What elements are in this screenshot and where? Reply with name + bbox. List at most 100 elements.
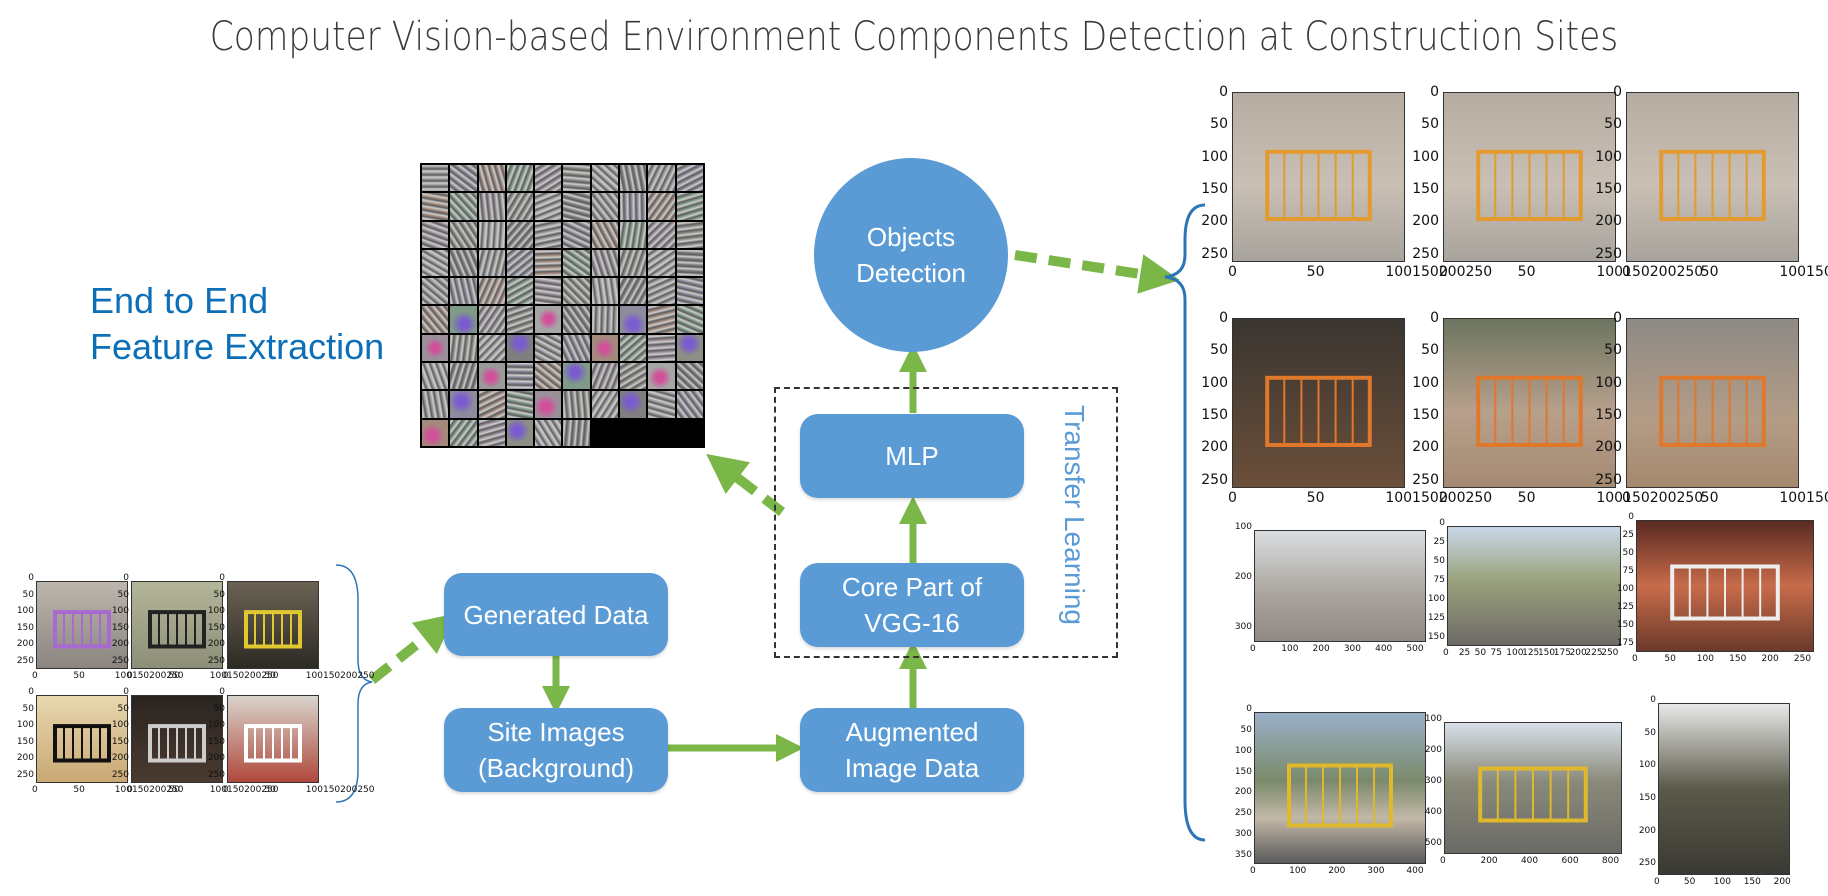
axis-tick-label: 50 — [1421, 116, 1439, 133]
axis-tick-label: 175 — [1616, 638, 1634, 649]
filter-cell — [535, 334, 562, 362]
filter-cell — [620, 363, 647, 390]
filter-cell — [591, 391, 619, 418]
axis-tick-label: 75 — [1622, 566, 1634, 577]
axis-tick-label: 150 — [207, 622, 225, 633]
axis-tick-label: 250 — [207, 655, 225, 666]
axis-tick-label: 25 — [1622, 530, 1634, 541]
site-photo — [131, 581, 223, 669]
filter-cell — [478, 249, 505, 277]
filter-cell — [648, 419, 675, 446]
filter-cell — [506, 363, 534, 390]
filter-cell — [450, 165, 477, 192]
filter-cell — [620, 306, 647, 333]
axis-tick-label: 100 — [1201, 148, 1228, 165]
axis-tick-label: 125 — [1522, 648, 1540, 658]
axis-tick-label: 0 — [219, 573, 225, 583]
axis-tick-label: 200 — [111, 753, 129, 764]
axis-tick-label: 50 — [1306, 490, 1325, 506]
filter-cell — [591, 193, 619, 220]
filter-cell — [422, 249, 449, 277]
axis-tick-label: 250 — [16, 655, 34, 666]
axis-tick-label: 125 — [1616, 602, 1634, 613]
barrier-drawing — [1476, 149, 1583, 221]
axis-tick-label: 0 — [1430, 84, 1439, 100]
axis-tick-label: 400 — [1520, 856, 1539, 866]
generated-label: Generated Data — [463, 599, 649, 630]
axis-tick-label: 100 — [1289, 866, 1307, 876]
filter-cell — [563, 278, 590, 305]
filter-cell — [478, 391, 505, 418]
filter-cell — [620, 165, 647, 192]
axis-tick-label: 250 — [1595, 471, 1622, 488]
axis-tick-label: 50 — [1433, 556, 1445, 567]
axis-tick-label: 50 — [1644, 727, 1656, 738]
axis-tick-label: 225 — [1585, 648, 1603, 658]
axis-tick-label: 150 — [111, 622, 129, 633]
axis-tick-label: 150 — [1616, 620, 1634, 631]
feature-extraction-label: End to End Feature Extraction — [90, 278, 384, 370]
filter-cell — [478, 334, 505, 362]
filter-cell — [478, 165, 505, 192]
axis-tick-label: 50 — [1474, 648, 1487, 658]
site-photo — [1636, 520, 1814, 652]
axis-tick-label: 50 — [1306, 264, 1325, 280]
filter-cell — [591, 221, 619, 248]
axis-tick-label: 100 — [1506, 648, 1524, 658]
filter-cell — [450, 306, 477, 333]
axis-tick-label: 200 — [1773, 877, 1791, 887]
axis-tick-label: 0 — [1613, 310, 1622, 326]
axis-tick-label: 100 — [207, 606, 225, 617]
axis-tick-label: 150 — [1412, 180, 1439, 197]
mlp-label: MLP — [885, 441, 939, 471]
axis-tick-label: 0 — [28, 573, 34, 583]
filter-cell — [478, 363, 505, 390]
filter-cell — [450, 249, 477, 277]
site-photo — [1443, 318, 1616, 488]
site-photo — [131, 695, 223, 783]
axis-tick-label: 50 — [168, 785, 180, 795]
axis-tick-label: 300 — [1424, 775, 1442, 786]
axis-tick-label: 300 — [1234, 622, 1252, 632]
filter-cell — [422, 221, 449, 248]
barrier-drawing — [1265, 149, 1372, 221]
axis-tick-label: 50 — [168, 671, 180, 681]
axis-tick-label: 250 — [1412, 245, 1439, 262]
axis-tick-label: 250 — [111, 769, 129, 780]
filter-cell — [422, 306, 449, 333]
augmented-line2: Image Data — [844, 753, 980, 783]
filter-cell — [591, 363, 619, 390]
site-photo — [36, 581, 128, 669]
filter-cell — [591, 334, 619, 362]
axis-tick-label: 100 — [1713, 877, 1731, 887]
axis-tick-label: 0 — [1650, 695, 1656, 705]
axis-tick-label: 150 — [1743, 877, 1761, 887]
axis-tick-label: 500 — [1406, 644, 1424, 654]
axis-tick-label: 300 — [1367, 866, 1385, 876]
barrier-drawing — [148, 724, 206, 763]
axis-tick-label: 0 — [123, 687, 129, 697]
axis-tick-label: 500 — [1424, 837, 1442, 848]
axis-tick-label: 100150200250 — [209, 671, 279, 681]
filter-cell — [620, 419, 647, 446]
axis-tick-label: 100 — [1696, 654, 1714, 664]
axis-tick-label: 50 — [73, 671, 85, 681]
filter-cell — [563, 306, 590, 333]
barrier-drawing — [1478, 766, 1588, 823]
axis-tick-label: 250 — [111, 655, 129, 666]
axis-tick-label: 100 — [16, 720, 34, 731]
axis-tick-label: 400 — [1375, 644, 1393, 654]
site-photo — [1443, 92, 1616, 262]
axis-tick-label: 50 — [1604, 116, 1622, 133]
filter-cell — [620, 221, 647, 248]
axis-tick-label: 150 — [1537, 648, 1556, 658]
axis-tick-label: 100150200250 — [1779, 490, 1828, 506]
axis-tick-label: 250 — [1201, 471, 1228, 488]
axis-tick-label: 100150200250 — [114, 785, 184, 795]
axis-tick-label: 50 — [1604, 342, 1622, 359]
site-photo — [1232, 92, 1405, 262]
filter-cell — [422, 391, 449, 418]
axis-tick-label: 100 — [111, 720, 129, 731]
axis-tick-label: 0 — [1440, 856, 1446, 866]
barrier-drawing — [244, 724, 302, 763]
